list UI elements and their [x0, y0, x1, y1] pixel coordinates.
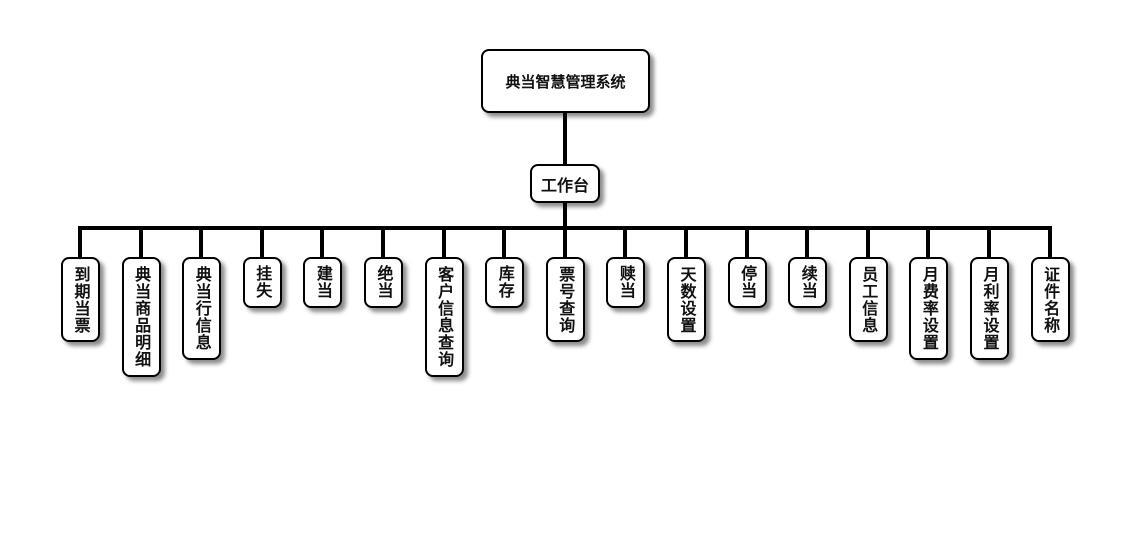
connector-leaf	[805, 228, 810, 258]
leaf-node[interactable]: 库存	[485, 257, 525, 308]
leaf-label: 赎当	[616, 265, 636, 300]
leaf-node[interactable]: 挂失	[242, 257, 282, 308]
connector-leaf	[320, 228, 325, 258]
leaf-node[interactable]: 赎当	[606, 257, 646, 308]
connector-root-to-workbench	[563, 112, 567, 164]
leaf-node[interactable]: 天数设置	[667, 257, 706, 343]
connector-leaf	[259, 228, 264, 258]
connector-leaf	[562, 228, 567, 258]
connector-leaf	[865, 228, 870, 258]
leaf-node[interactable]: 停当	[727, 257, 767, 308]
workbench-label: 工作台	[540, 175, 589, 195]
leaf-label: 绝当	[374, 265, 394, 300]
leaf-node[interactable]: 证件名称	[1030, 257, 1070, 343]
leaf-node[interactable]: 员工信息	[848, 257, 888, 343]
leaf-label: 月费率设置	[919, 265, 939, 351]
leaf-label: 库存	[495, 265, 515, 300]
connector-leaf	[381, 228, 385, 258]
leaf-label: 证件名称	[1041, 265, 1061, 334]
leaf-node[interactable]: 月利率设置	[970, 257, 1009, 360]
connector-leaf	[502, 228, 507, 258]
connector-leaf	[1047, 228, 1052, 258]
connector-leaf	[441, 228, 446, 258]
leaf-label: 典当行信息	[192, 265, 212, 351]
leaf-node[interactable]: 月费率设置	[909, 257, 949, 360]
leaf-label: 员工信息	[859, 265, 879, 334]
leaf-label: 建当	[313, 265, 333, 300]
leaf-label: 票号查询	[556, 265, 576, 334]
leaf-label: 停当	[738, 265, 758, 300]
connector-leaf	[78, 228, 82, 258]
root-node[interactable]: 典当智慧管理系统	[481, 49, 650, 113]
leaf-node[interactable]: 票号查询	[545, 257, 585, 343]
workbench-node[interactable]: 工作台	[530, 164, 600, 203]
connector-leaf	[987, 228, 991, 258]
leaf-node[interactable]: 建当	[303, 257, 343, 308]
leaf-label: 天数设置	[677, 265, 697, 334]
root-label: 典当智慧管理系统	[505, 72, 626, 91]
leaf-node[interactable]: 典当行信息	[182, 257, 222, 360]
leaf-node[interactable]: 到期当票	[61, 257, 100, 343]
connector-leaf	[926, 228, 931, 258]
connector-leaf	[744, 228, 749, 258]
leaf-node[interactable]: 典当商品明细	[121, 257, 161, 377]
leaf-label: 月利率设置	[980, 265, 1000, 351]
leaf-node[interactable]: 续当	[788, 257, 828, 308]
connector-leaf	[199, 228, 204, 258]
connector-leaf	[623, 228, 628, 258]
leaf-label: 到期当票	[71, 265, 91, 334]
leaf-node[interactable]: 绝当	[364, 257, 403, 308]
connector-workbench-down	[563, 202, 567, 229]
connector-leaf	[138, 228, 143, 258]
leaf-label: 续当	[798, 265, 818, 300]
leaf-label: 挂失	[253, 265, 273, 300]
connector-leaf	[684, 228, 688, 258]
leaf-label: 典当商品明细	[132, 265, 152, 368]
leaf-node[interactable]: 客户信息查询	[424, 257, 464, 377]
leaf-label: 客户信息查询	[435, 265, 455, 368]
